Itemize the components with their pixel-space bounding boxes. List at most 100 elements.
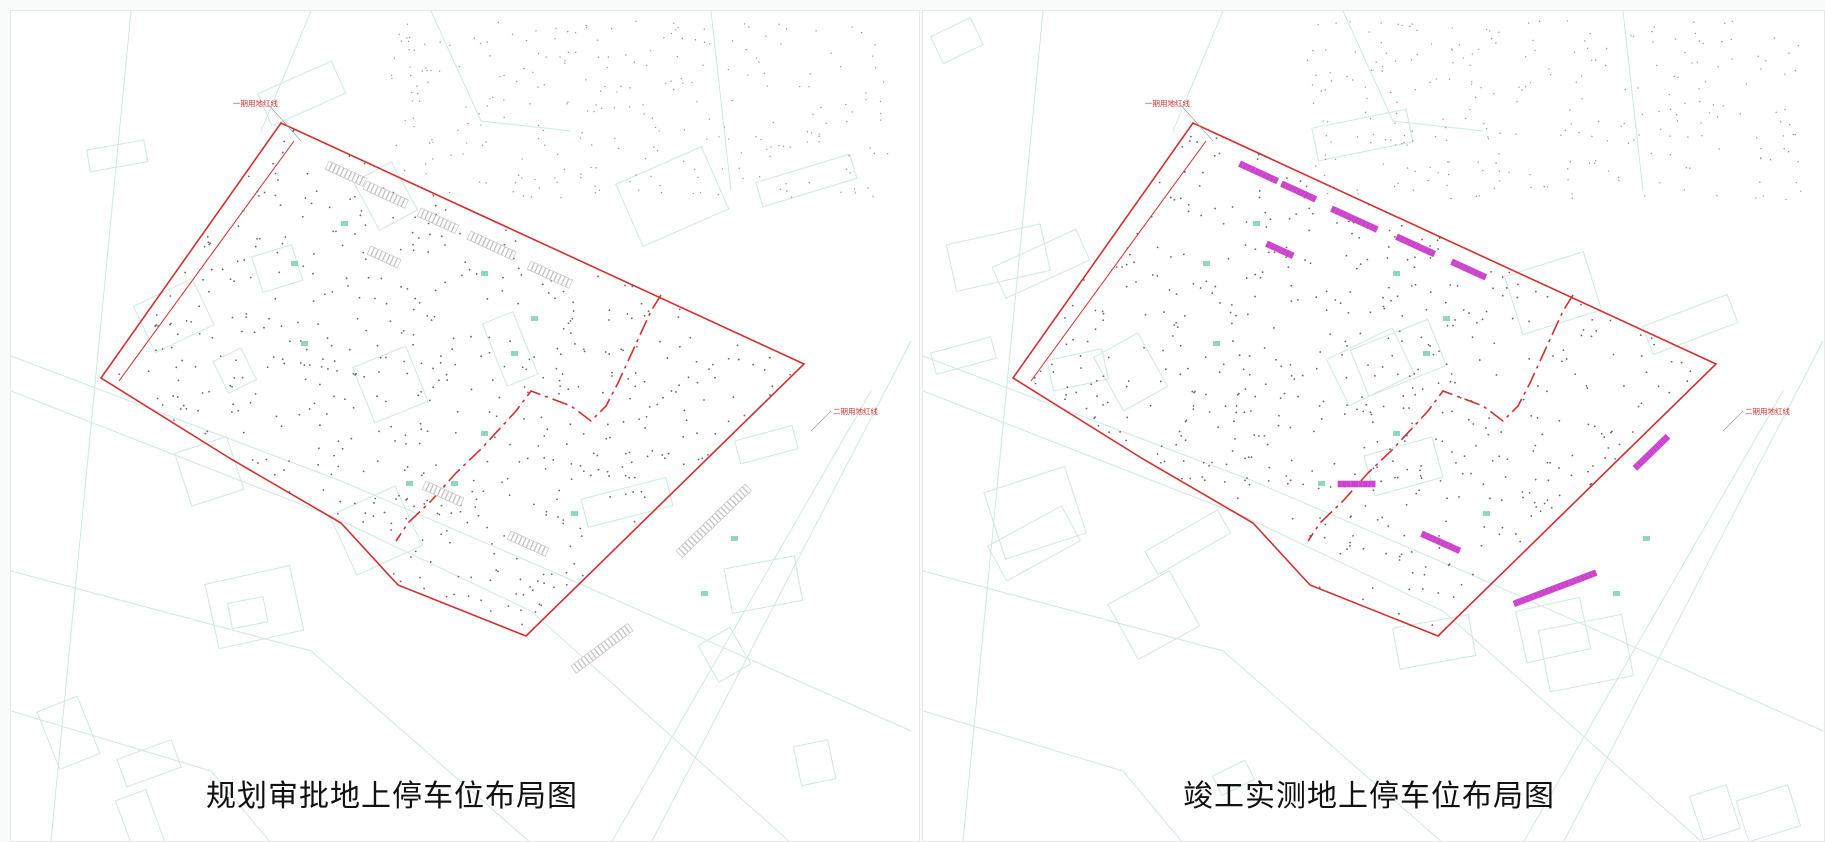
site-dot — [1463, 455, 1466, 457]
site-dot — [1429, 345, 1432, 347]
site-dot — [1187, 203, 1190, 206]
site-dot — [1339, 552, 1342, 555]
vegetation-dot — [1471, 53, 1474, 55]
parking-stall — [1272, 176, 1280, 185]
parking-row — [526, 260, 573, 289]
vegetation-dot — [747, 74, 749, 76]
parking-stall — [385, 254, 394, 265]
parking-stall — [711, 512, 722, 523]
site-dot — [771, 385, 774, 388]
parking-stall — [678, 545, 689, 555]
parking-stall — [610, 633, 621, 644]
site-dot — [1349, 541, 1351, 544]
vegetation-dot — [1658, 110, 1660, 113]
site-dot — [327, 368, 329, 370]
site-dot — [1242, 368, 1245, 371]
site-dot — [343, 398, 346, 401]
site-dot — [1438, 237, 1441, 239]
vegetation-dot — [1762, 195, 1764, 197]
site-dot — [1083, 279, 1085, 281]
site-dot — [432, 194, 435, 197]
site-dot — [1445, 363, 1448, 366]
vegetation-dot — [480, 124, 482, 126]
vegetation-dot — [1594, 162, 1596, 165]
site-dot — [185, 407, 188, 410]
site-details — [118, 129, 792, 626]
site-dot — [1609, 431, 1612, 434]
site-dot — [453, 593, 455, 596]
parking-stall — [1650, 445, 1659, 454]
site-dot — [609, 496, 611, 498]
site-dot — [1607, 447, 1610, 449]
site-dot — [628, 476, 631, 479]
vegetation-dot — [1669, 135, 1671, 137]
block-outline — [132, 277, 215, 354]
vegetation-dot — [1324, 89, 1327, 91]
site-dot — [1432, 353, 1435, 356]
site-dot — [501, 289, 504, 292]
vegetation-dot — [555, 27, 557, 29]
parking-stall — [702, 521, 713, 532]
vegetation-dot — [1381, 70, 1383, 72]
site-dot — [506, 477, 509, 480]
site-dot — [1168, 289, 1171, 291]
site-dot — [611, 371, 613, 374]
site-dot — [1398, 555, 1401, 558]
parking-stall — [1563, 579, 1570, 588]
parking-stall — [1512, 599, 1519, 607]
site-dot — [182, 404, 185, 407]
site-dot — [1419, 474, 1422, 477]
site-dot — [1382, 405, 1385, 408]
site-dot — [1192, 408, 1195, 411]
vegetation-dot — [1470, 83, 1473, 85]
road-line — [1622, 11, 1644, 192]
vegetation-dot — [566, 30, 569, 33]
phase2-boundary-label: 二期用地红线 — [833, 406, 878, 416]
parking-stall — [474, 234, 483, 245]
site-dot — [1129, 253, 1131, 256]
site-dot — [245, 312, 248, 315]
vegetation-dot — [820, 106, 822, 109]
parking-stall — [340, 167, 348, 179]
site-dot — [509, 443, 511, 446]
site-dot — [1492, 287, 1494, 290]
site-dot — [606, 423, 609, 426]
site-dot — [1487, 433, 1490, 436]
site-dot — [517, 267, 520, 270]
site-dot — [1343, 413, 1346, 415]
vegetation-dot — [1580, 75, 1583, 77]
parking-stall — [514, 534, 523, 545]
site-dot — [1429, 291, 1432, 293]
site-dot — [480, 355, 483, 358]
site-dot — [1505, 287, 1508, 289]
vegetation-dot — [1444, 126, 1447, 129]
site-dot — [675, 391, 677, 393]
vegetation-dot — [779, 188, 782, 190]
block-outline — [481, 311, 539, 387]
site-dot — [540, 416, 543, 419]
block-outline — [983, 465, 1087, 560]
parking-stall — [447, 221, 456, 233]
vegetation-dot — [1688, 167, 1691, 169]
site-dot — [326, 337, 329, 340]
site-dot — [203, 245, 206, 248]
vegetation-dot — [659, 184, 661, 187]
base-map — [11, 11, 912, 841]
site-dot — [1275, 358, 1277, 361]
site-dot — [632, 491, 635, 493]
vegetation-dot — [1769, 159, 1772, 161]
site-dot — [1446, 324, 1449, 327]
site-dot — [532, 503, 535, 506]
site-dot — [1387, 337, 1390, 340]
parking-stall — [1647, 448, 1656, 457]
site-dot — [1580, 334, 1583, 337]
vegetation-dot — [1370, 141, 1372, 144]
vegetation-dot — [1429, 166, 1431, 169]
site-dot — [352, 406, 355, 409]
site-dot — [417, 394, 420, 397]
vegetation-dot — [1731, 58, 1733, 60]
site-dot — [714, 376, 716, 379]
vegetation-dot — [398, 33, 400, 36]
vegetation-dot — [873, 152, 876, 155]
